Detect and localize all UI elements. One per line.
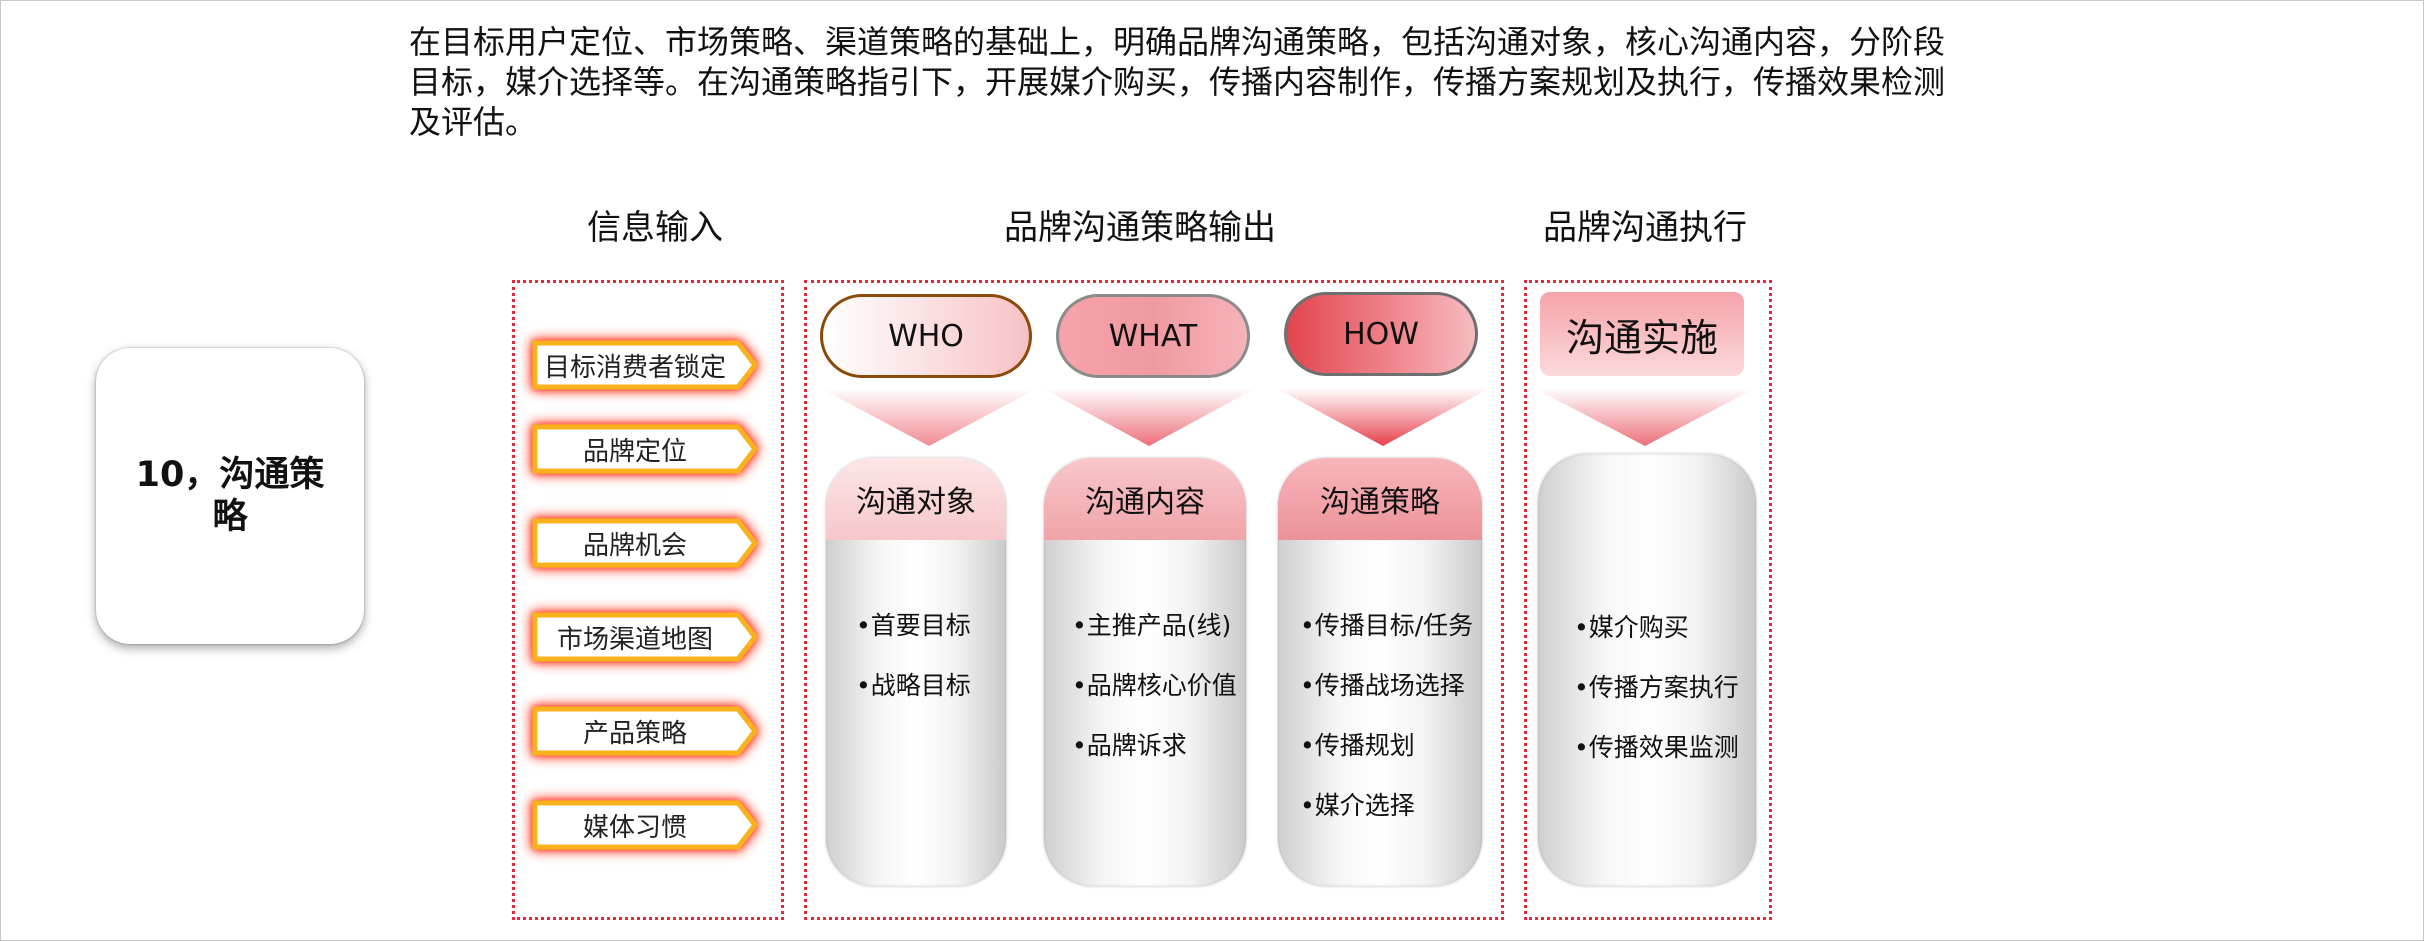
card-bullet: •传播战场选择 [1300,671,1465,700]
down-arrow-icon [1534,388,1756,446]
input-tag: 目标消费者锁定 [532,340,758,390]
card-how: 沟通策略 •传播目标/任务 •传播战场选择 •传播规划 •媒介选择 [1278,458,1482,886]
input-tag-label: 品牌机会 [582,530,687,561]
input-tag: 产品策略 [532,706,758,756]
card-bullet: •首要目标 [856,611,971,640]
input-tag: 市场渠道地图 [532,612,758,662]
pill-what: WHAT [1056,294,1250,378]
input-tag-label: 产品策略 [582,718,687,749]
column-heading-execution: 品牌沟通执行 [1543,208,1747,248]
pill-how: HOW [1284,292,1478,376]
card-bullet: •媒介选择 [1300,791,1415,820]
column-heading-input: 信息输入 [587,208,723,248]
intro-paragraph: 在目标用户定位、市场策略、渠道策略的基础上，明确品牌沟通策略，包括沟通对象，核心… [409,23,1946,141]
input-tag-label: 品牌定位 [582,436,687,467]
input-tag-label: 目标消费者锁定 [543,352,726,383]
input-tag-label: 市场渠道地图 [556,624,713,655]
execution-group-box [1524,280,1772,920]
card-bullet: •主推产品(线) [1072,611,1232,640]
input-tag: 品牌机会 [532,518,758,568]
pill-execution: 沟通实施 [1540,292,1744,376]
card-heading: 沟通策略 [1278,458,1482,540]
card-heading: 沟通内容 [1044,458,1246,540]
card-bullet: •品牌核心价值 [1072,671,1237,700]
slide-title-card: 10，沟通策略 [96,348,364,644]
card-bullet: •传播效果监测 [1574,733,1739,762]
input-tag-label: 媒体习惯 [582,812,687,843]
card-execution: •媒介购买 •传播方案执行 •传播效果监测 [1538,454,1756,886]
down-arrow-icon [820,388,1038,446]
down-arrow-icon [1276,388,1490,446]
strategy-group-box [804,280,1504,920]
input-group-box [512,280,784,920]
down-arrow-icon [1042,388,1256,446]
card-what: 沟通内容 •主推产品(线) •品牌核心价值 •品牌诉求 [1044,458,1246,886]
column-heading-output: 品牌沟通策略输出 [1004,208,1276,248]
card-bullet: •传播方案执行 [1574,673,1739,702]
pill-who: WHO [820,294,1032,378]
card-bullet: •战略目标 [856,671,971,700]
input-tag: 品牌定位 [532,424,758,474]
card-bullet: •媒介购买 [1574,613,1689,642]
card-who: 沟通对象 •首要目标 •战略目标 [826,458,1006,886]
slide-title: 10，沟通策略 [135,455,325,537]
card-bullet: •传播规划 [1300,731,1415,760]
card-bullet: •传播目标/任务 [1300,611,1474,640]
input-tag: 媒体习惯 [532,800,758,850]
card-bullet: •品牌诉求 [1072,731,1187,760]
card-heading: 沟通对象 [826,458,1006,540]
